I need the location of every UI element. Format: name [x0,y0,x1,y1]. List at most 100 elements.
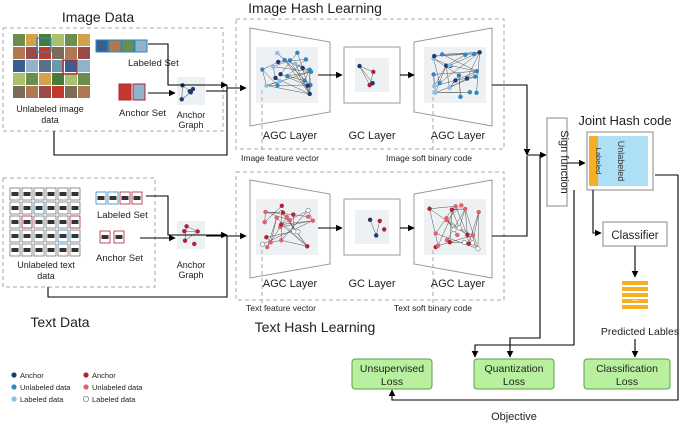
text-agc-2-edge [429,208,439,246]
unsupervised-loss-label-2: Loss [381,376,403,388]
image-agc-1-node [300,65,305,71]
labeled-image-thumbnail [121,39,135,53]
predicted-label-bar [622,293,648,297]
image-agc-2-node [474,90,479,95]
classifier-box [602,221,668,247]
text-agc-graph-2 [427,203,481,252]
image-agc-1-node [276,59,281,65]
image-agc-2-edge [435,91,470,94]
image-thumbnail [26,34,38,46]
image-anchor-set-label: Anchor Set [119,108,166,119]
image-thumbnail [52,73,64,85]
text-agc-1-edge [293,214,309,217]
text-document [45,243,57,257]
text-agc-1-edge [270,217,277,243]
joint-to-classifier-arrow [592,190,602,237]
joint-unlabeled-label: Unlabeled [616,141,626,182]
text-anchor-graph-node [195,229,200,234]
text-document [45,215,57,229]
text-anchor-graph-label-1: Anchor [177,260,206,270]
legend-text-unlabeled: Unlabeled data [92,383,143,392]
image-agc-2-node [432,83,437,89]
image-agc-2-node [474,68,480,74]
text-agc-2-edge [464,208,479,249]
text-gc-graph [367,217,387,238]
image-thumbnail [65,60,77,72]
text-data-title: Text Data [30,314,89,330]
anchor-image-thumbnail [132,83,146,101]
image-agc-1-node [305,83,310,88]
text-gc-layer-label: GC Layer [348,278,395,290]
image-gc-edge [359,65,370,86]
image-thumbnail [65,86,77,98]
unlabeled-text-grid [9,187,81,257]
image-agc-1-edge [273,60,290,67]
text-agc-1-node [305,244,310,249]
unlabeled-text-label-1: Unlabeled text [17,260,75,270]
text-document [9,201,21,215]
text-document [33,229,45,243]
text-agc-2-node [475,246,481,252]
text-document [21,229,33,243]
image-connectors [53,43,531,156]
text-agc-2-node [476,209,481,215]
image-agc-layer-1-label: AGC Layer [263,130,318,142]
predicted-label-bar [622,299,648,303]
image-anchor-graph-edge [181,85,183,100]
image-hash-title: Image Hash Learning [248,0,382,16]
text-agc-1-node [284,214,290,220]
image-agc-2-node [477,50,482,55]
text-agc-1-edge [281,210,309,225]
unlabeled-image-label-1: Unlabeled image [16,104,84,114]
image-anchor-graph-label-2: Graph [178,120,203,130]
image-agc-2-edge [445,65,450,88]
text-document [21,243,33,257]
text-agc-1-node [295,229,301,235]
document-tag [59,206,67,210]
document-tag [35,206,43,210]
text-anchor-graph-edge [184,231,198,241]
image-thumbnail [78,73,90,85]
image-agc-2-edge [434,65,447,87]
document-tag [47,206,55,210]
image-agc-2-node [463,52,468,58]
labeled-text-document [131,191,143,205]
image-agc-2-node [447,85,452,91]
document-tag [47,248,55,252]
quantization-loss-label-1: Quantization [485,363,544,375]
image-agc-1-node [307,91,312,97]
image-agc-1-edge [262,61,279,70]
image-agc-2-edge [449,65,477,72]
image-thumbnail [13,86,25,98]
text-agc-1-node [268,240,274,245]
classification-loss-label-2: Loss [616,376,638,388]
image-anchor-graph-node [187,88,192,94]
image-thumbnail [13,34,25,46]
image-thumbnail [78,60,90,72]
image-agc-2-edge [433,70,477,75]
text-gc-node [367,217,373,223]
image-data-title: Image Data [62,9,135,25]
legend-text-anchor: Anchor [92,371,116,380]
text-document [69,215,81,229]
anchor-text-document [113,230,125,244]
anchor-image-set [118,83,146,101]
image-agc-1-edge [266,85,310,95]
image-gc-edge [359,65,374,73]
document-tag [71,220,79,224]
text-document [9,243,21,257]
text-agc-2-node [459,203,464,208]
text-agc-1-node [305,214,311,219]
document-tag [71,206,79,210]
image-agc-1-node [303,57,309,62]
text-agc-2-node [456,225,462,231]
legend: Anchor Unlabeled data Labeled data Ancho… [11,371,143,404]
text-hash-title: Text Hash Learning [255,319,376,335]
text-document [69,187,81,201]
text-agc-2-node [427,206,432,211]
image-agc-1-edge [287,75,305,81]
text-document [57,201,69,215]
text-gc-edge [375,220,380,236]
image-thumbnail [78,47,90,59]
text-document [57,187,69,201]
